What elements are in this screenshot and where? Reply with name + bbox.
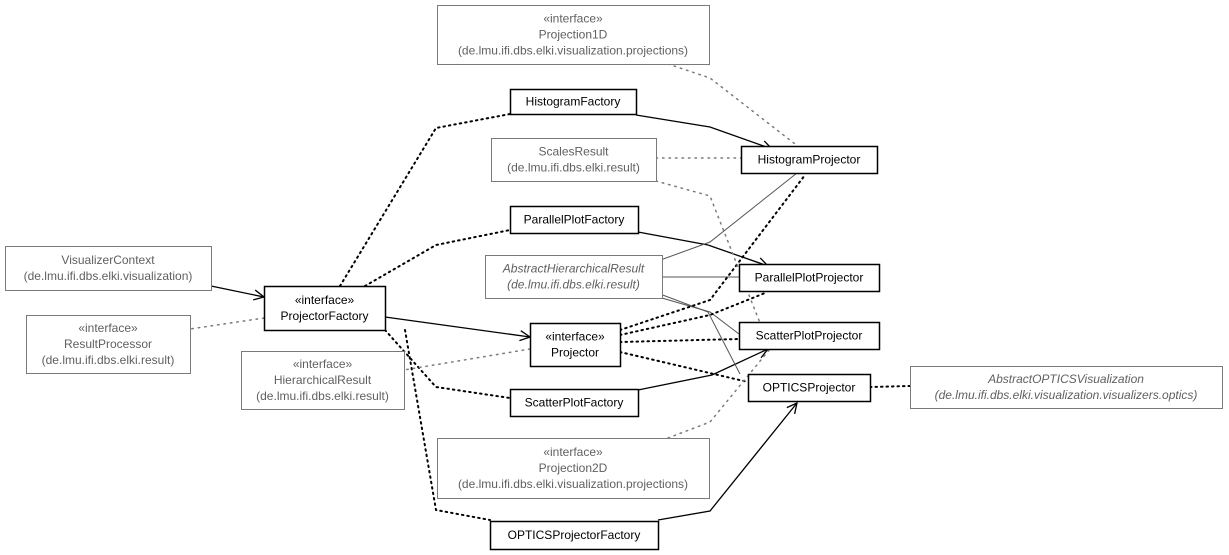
node-projector-factory[interactable]: «interface» ProjectorFactory	[263, 285, 387, 332]
node-box	[485, 255, 663, 299]
dep-projector-parallelplotprojector	[619, 292, 766, 336]
node-abstract-hierarchical-result[interactable]: AbstractHierarchicalResult (de.lmu.ifi.db…	[485, 255, 663, 299]
edge-scatterplotfactory-scatterplotprojector	[637, 349, 768, 391]
node-histogram-projector[interactable]: HistogramProjector	[740, 145, 879, 175]
node-optics-projector-factory[interactable]: OPTICSProjectorFactory	[489, 520, 660, 551]
node-box	[26, 315, 191, 374]
node-label: (de.lmu.ifi.dbs.elki.result)	[256, 389, 389, 403]
edge-opticsprojector-abstracthierarchicalresult	[659, 293, 741, 375]
stereotype-label: «interface»	[295, 293, 355, 307]
node-result-processor[interactable]: «interface» ResultProcessor (de.lmu.ifi.db…	[26, 315, 191, 374]
node-box	[529, 322, 622, 368]
node-parallel-plot-factory[interactable]: ParallelPlotFactory	[509, 205, 640, 235]
node-label: HistogramFactory	[526, 95, 621, 109]
node-label: Projection2D	[539, 461, 608, 475]
node-label: ScatterPlotFactory	[525, 396, 624, 410]
node-label: (de.lmu.ifi.dbs.elki.result)	[42, 353, 175, 367]
dep-projection2d-scatterplotprojector	[667, 348, 771, 439]
node-projection2d[interactable]: «interface» Projection2D (de.lmu.ifi.dbs.e…	[437, 438, 710, 499]
node-box	[263, 285, 387, 332]
edge-histogramprojector-abstracthierarchicalresult	[654, 172, 798, 263]
node-box	[491, 138, 657, 182]
node-abstract-optics-visualization[interactable]: AbstractOPTICSVisualization (de.lmu.ifi.d…	[910, 366, 1223, 409]
node-parallel-plot-projector[interactable]: ParallelPlotProjector	[738, 263, 881, 293]
dep-projector-hierarchicalresult	[403, 348, 531, 371]
node-box	[509, 388, 640, 418]
node-label: HistogramProjector	[758, 153, 861, 167]
node-label: ParallelPlotFactory	[524, 213, 625, 227]
node-box	[747, 373, 872, 403]
node-hierarchical-result[interactable]: «interface» HierarchicalResult (de.lmu.ifi…	[241, 351, 405, 410]
stereotype-label: «interface»	[293, 357, 353, 371]
node-box	[738, 321, 881, 351]
node-box	[738, 263, 881, 293]
edge-visualizercontext-projectorfactory	[210, 285, 264, 297]
node-box	[740, 145, 879, 175]
edges	[189, 63, 911, 521]
node-label: HierarchicalResult	[274, 373, 372, 387]
stereotype-label: «interface»	[543, 445, 603, 459]
node-label: ParallelPlotProjector	[755, 271, 864, 285]
node-label: Projector	[551, 346, 599, 360]
node-box	[509, 88, 638, 116]
node-projector[interactable]: «interface» Projector	[529, 322, 622, 368]
dep-scalesresult-scatterplotprojector	[655, 180, 761, 324]
stereotype-label: «interface»	[545, 330, 605, 344]
dep-projector-scatterplotprojector	[619, 338, 740, 343]
node-label: (de.lmu.ifi.dbs.elki.visualization)	[24, 269, 193, 283]
node-visualizer-context[interactable]: VisualizerContext (de.lmu.ifi.dbs.elki.vi…	[5, 246, 212, 291]
node-label: Projection1D	[539, 28, 608, 42]
nodes: «interface» Projection1D (de.lmu.ifi.dbs.e…	[5, 5, 1223, 551]
stereotype-label: «interface»	[78, 321, 138, 335]
node-scales-result[interactable]: ScalesResult (de.lmu.ifi.dbs.elki.result)	[491, 138, 657, 182]
node-label: ScalesResult	[538, 145, 609, 159]
dep-projector-histogramprojector	[619, 174, 806, 331]
node-box	[489, 520, 660, 551]
dep-projector-opticsprojector	[619, 351, 749, 383]
node-histogram-factory[interactable]: HistogramFactory	[509, 88, 638, 116]
node-box	[509, 205, 640, 235]
edge-projectorfactory-projector	[384, 316, 530, 337]
node-scatter-plot-factory[interactable]: ScatterPlotFactory	[509, 388, 640, 418]
node-label: (de.lmu.ifi.dbs.elki.visualization.proje…	[458, 44, 688, 58]
node-box	[910, 366, 1223, 409]
edge-scatterplotprojector-abstracthierarchicalresult	[654, 295, 740, 335]
edge-histogramfactory-histogramprojector	[635, 114, 772, 149]
dep-projectorfactory-opticsprojectorfactory	[404, 329, 491, 521]
node-label: OPTICSProjector	[763, 381, 856, 395]
node-projection1d[interactable]: «interface» Projection1D (de.lmu.ifi.dbs.e…	[437, 5, 710, 65]
dep-opticsprojector-abstractopticsvisualization	[869, 385, 911, 388]
node-label: (de.lmu.ifi.dbs.elki.result)	[507, 161, 640, 175]
node-scatter-plot-projector[interactable]: ScatterPlotProjector	[738, 321, 881, 351]
node-label: ProjectorFactory	[280, 309, 368, 323]
edge-parallelplotfactory-parallelplotprojector	[637, 231, 768, 266]
node-label: ScatterPlotProjector	[756, 329, 863, 343]
node-label: (de.lmu.ifi.dbs.elki.result)	[507, 278, 640, 292]
dep-histogramprojector-projection1d	[667, 63, 796, 145]
node-label: ResultProcessor	[64, 337, 152, 351]
dep-projectorfactory-histogramfactory	[339, 113, 511, 287]
stereotype-label: «interface»	[543, 12, 603, 26]
node-box	[437, 5, 710, 65]
dep-projectorfactory-scatterplotfactory	[384, 329, 511, 399]
edge-opticsprojectorfactory-opticsprojector	[657, 403, 797, 521]
node-label: (de.lmu.ifi.dbs.elki.visualization.visua…	[935, 388, 1198, 402]
node-box	[241, 351, 405, 410]
dep-projectorfactory-resultprocessor	[189, 317, 265, 330]
node-label: OPTICSProjectorFactory	[508, 528, 641, 542]
node-label: (de.lmu.ifi.dbs.elki.visualization.proje…	[458, 477, 688, 491]
node-box	[437, 438, 710, 499]
node-label: AbstractOPTICSVisualization	[987, 372, 1144, 386]
node-optics-projector[interactable]: OPTICSProjector	[747, 373, 872, 403]
node-label: AbstractHierarchicalResult	[502, 262, 645, 276]
node-box	[5, 246, 212, 291]
node-label: VisualizerContext	[61, 253, 155, 267]
dep-projectorfactory-parallelplotfactory	[364, 229, 511, 287]
